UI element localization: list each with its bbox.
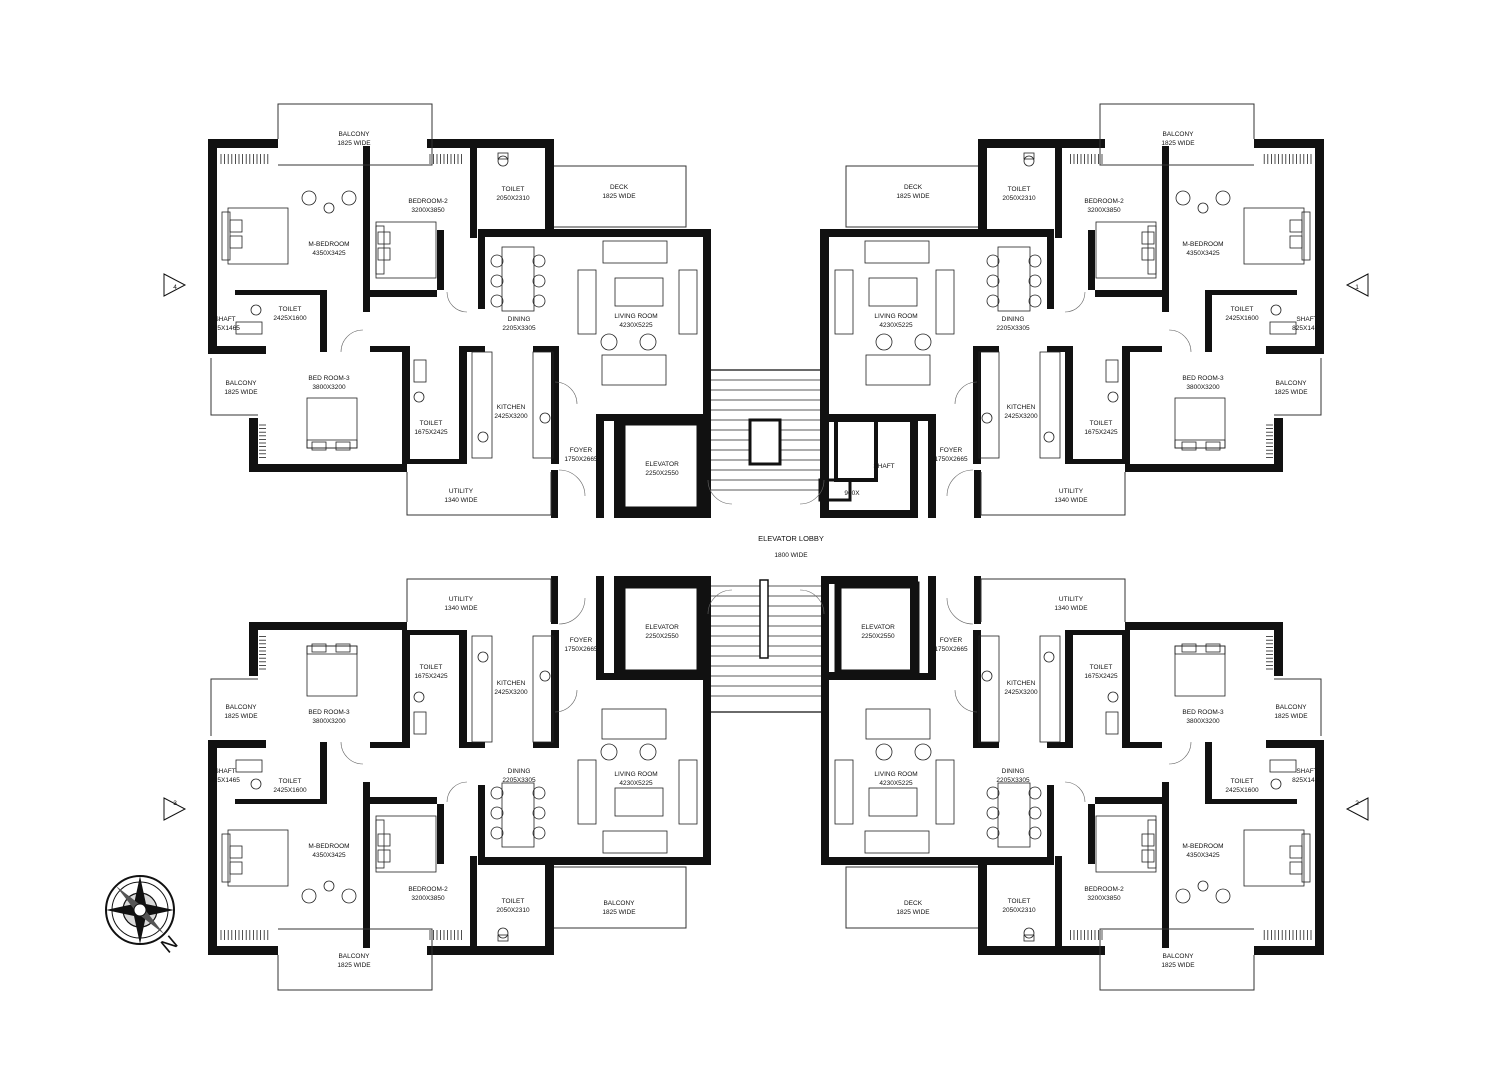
unit-number: 1 bbox=[1355, 284, 1359, 291]
duct-size-label: 900X bbox=[844, 490, 860, 497]
elevator-lobby-label: ELEVATOR LOBBY bbox=[758, 534, 824, 543]
compass-rose-icon: N bbox=[105, 875, 182, 958]
unit-number: 4 bbox=[173, 284, 177, 291]
elevator-lobby-width: 1800 WIDE bbox=[774, 552, 808, 559]
core-shaft-label: SHAFT bbox=[873, 463, 894, 470]
unit-number: 3 bbox=[173, 800, 177, 807]
unit-number: 2 bbox=[1355, 800, 1359, 807]
